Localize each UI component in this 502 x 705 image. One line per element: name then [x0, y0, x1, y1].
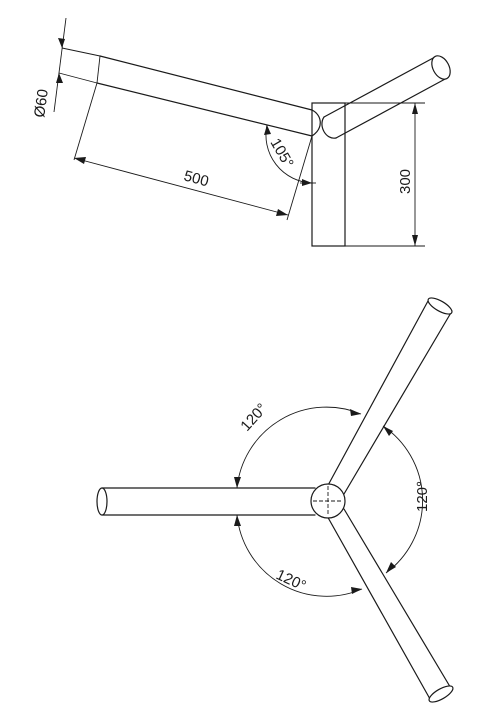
- top-left-arm: [96, 487, 316, 516]
- top-upper-arm: [325, 297, 453, 495]
- arc-top: [236, 406, 362, 489]
- angle-bottom-label: 120°: [273, 566, 308, 595]
- length-dimension: 500: [73, 82, 313, 221]
- left-arm-joint: [311, 109, 321, 137]
- top-view: 120° 120° 120°: [96, 297, 454, 703]
- height-label: 300: [397, 169, 414, 194]
- angle-arc: [265, 124, 313, 184]
- angle-right-label: 120°: [414, 481, 431, 512]
- top-lower-arm: [325, 508, 454, 703]
- left-arm-end: [96, 55, 101, 84]
- angle-top-label: 120°: [237, 400, 270, 434]
- upper-arm-end-ellipse: [427, 297, 453, 315]
- lower-arm-end-ellipse: [428, 685, 454, 703]
- angle-dimension: 105°: [264, 124, 316, 186]
- arc-right: [382, 425, 424, 574]
- right-arm-end-ellipse: [431, 55, 451, 80]
- arc-bottom: [236, 514, 363, 597]
- left-arm-tube: [96, 55, 321, 137]
- length-label: 500: [182, 167, 211, 190]
- hub: [310, 483, 346, 519]
- right-arm-tube: [321, 55, 451, 139]
- height-dimension: 300: [345, 102, 425, 247]
- angle-label: 105°: [267, 136, 297, 171]
- side-view: Ø60 500 105° 300: [31, 17, 451, 247]
- right-arm-joint: [321, 116, 337, 139]
- diameter-dimension: Ø60: [31, 17, 101, 119]
- diameter-label: Ø60: [31, 88, 52, 118]
- left-arm-end-ellipse: [96, 487, 108, 516]
- angle-arcs: [234, 406, 424, 597]
- center-post: [311, 102, 346, 247]
